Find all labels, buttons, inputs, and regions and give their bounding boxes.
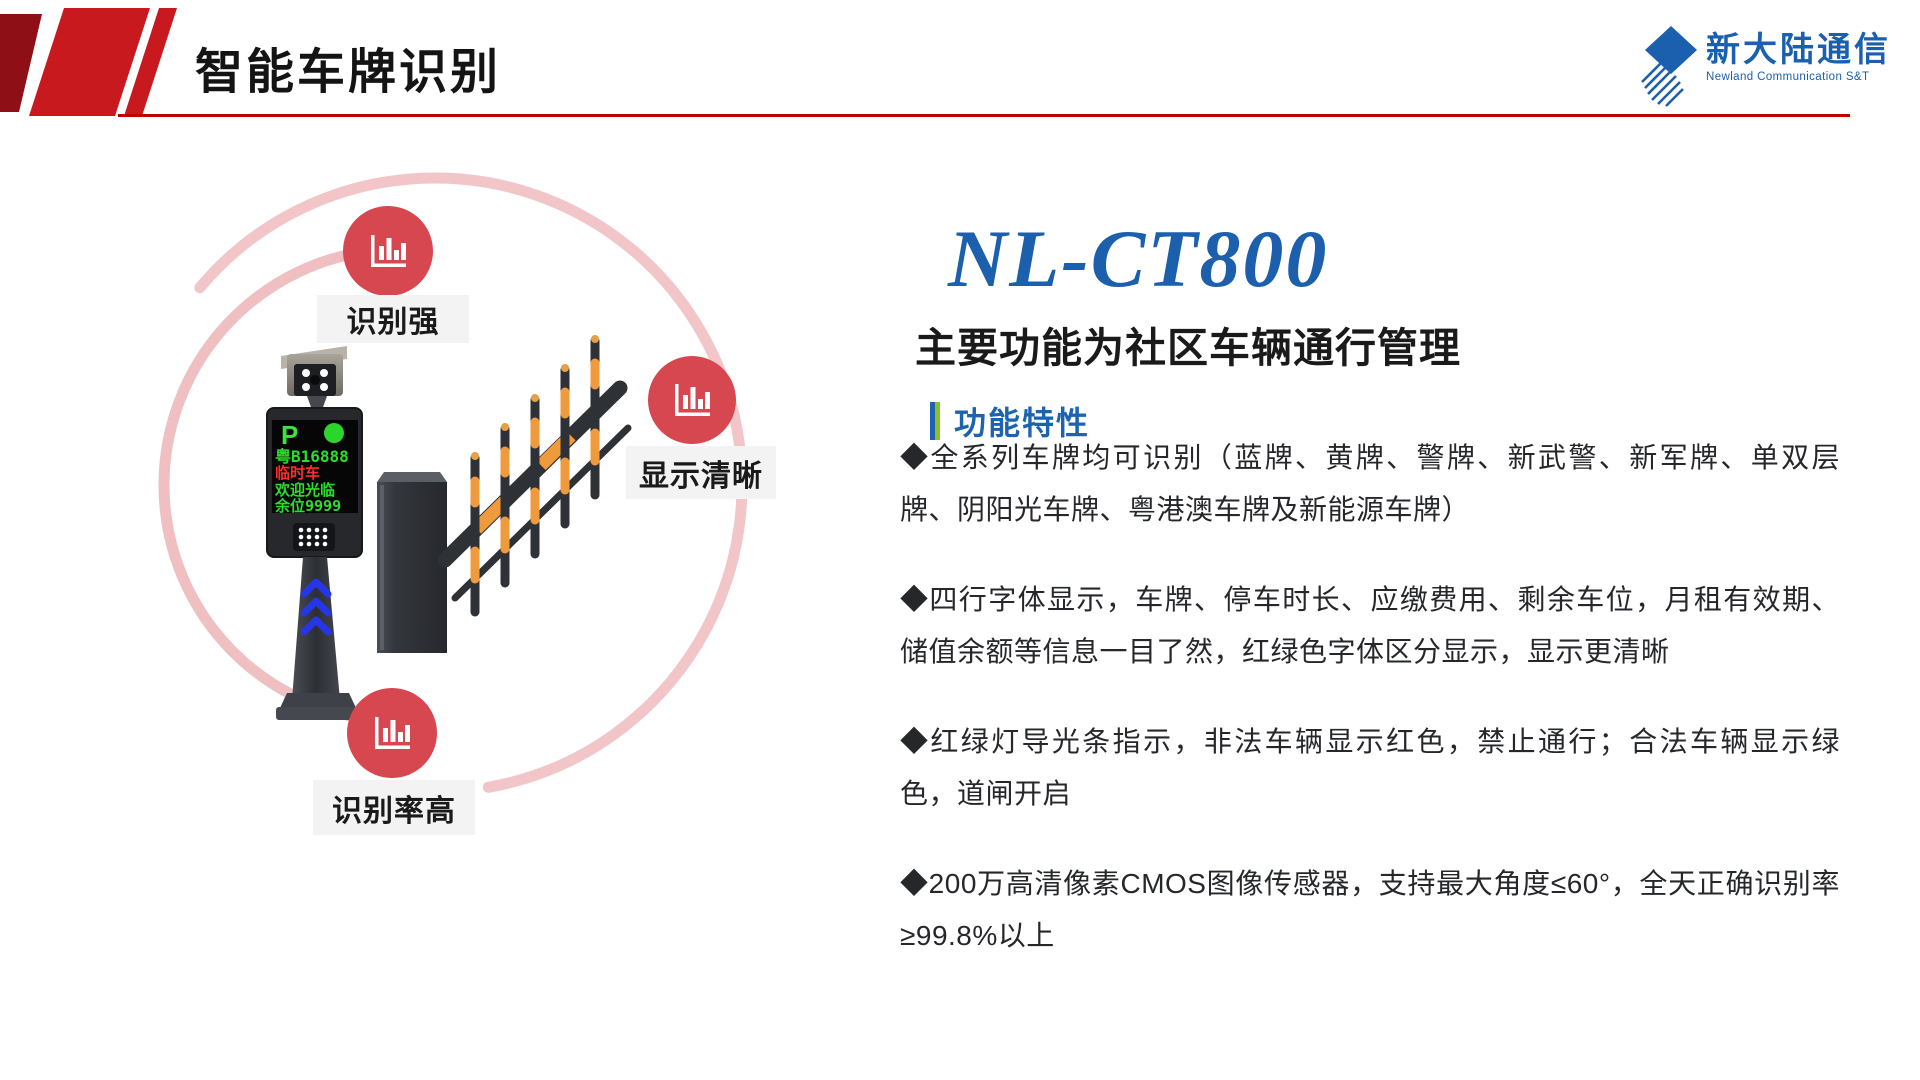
badge-circles — [343, 206, 736, 778]
led-line-welcome: 欢迎光临 — [274, 481, 335, 499]
device-illustration: P 粤B16888 临时车 欢迎光临 余位9999 — [158, 172, 748, 793]
feature-item: ◆200万高清像素CMOS图像传感器，支持最大角度≤60°，全天正确识别率≥99… — [900, 868, 1840, 951]
badge-accuracy — [347, 688, 437, 778]
feature-list: ◆全系列车牌均可识别（蓝牌、黄牌、警牌、新武警、新军牌、单双层牌、阴阳光车牌、粤… — [900, 432, 1840, 1000]
led-line-spaces: 余位9999 — [274, 497, 341, 515]
section-accent-bar — [930, 402, 940, 440]
barrier-gate — [377, 335, 632, 653]
badge-label-display: 显示清晰 — [626, 446, 776, 499]
led-line-plate: 粤B16888 — [275, 447, 349, 466]
kiosk-pole — [292, 557, 340, 700]
inner-arc — [158, 244, 385, 726]
feature-item: ◆红绿灯导光条指示，非法车辆显示红色，禁止通行；合法车辆显示绿色，道闸开启 — [900, 726, 1840, 809]
banner-main-shape — [29, 8, 150, 116]
feature-item: ◆全系列车牌均可识别（蓝牌、黄牌、警牌、新武警、新军牌、单双层牌、阴阳光车牌、粤… — [900, 442, 1840, 525]
bar-chart-icon — [371, 235, 406, 267]
feature-item: ◆四行字体显示，车牌、停车时长、应缴费用、剩余车位，月租有效期、储值余额等信息一… — [900, 584, 1840, 667]
badge-recognition — [343, 206, 433, 296]
badge-label-accuracy: 识别率高 — [313, 780, 475, 835]
product-model: NL-CT800 — [948, 213, 1329, 304]
camera — [281, 346, 347, 420]
logo-diamond-icon — [1641, 26, 1697, 107]
banner-sliver-shape — [124, 8, 177, 116]
badge-label-recognition: 识别强 — [317, 295, 469, 343]
bar-chart-icon — [375, 717, 410, 749]
banner-dark-shape — [0, 14, 42, 112]
kiosk-base — [280, 693, 356, 708]
feature-section-header: 功能特性 — [930, 398, 1090, 444]
logo-name-en: Newland Communication S&T — [1706, 71, 1870, 83]
barrier-fence-pickets — [470, 335, 600, 617]
bar-chart-icon — [675, 384, 710, 416]
product-subtitle: 主要功能为社区车辆通行管理 — [915, 325, 1461, 371]
lpr-kiosk: P 粤B16888 临时车 欢迎光临 余位9999 — [266, 346, 363, 720]
led-line-type: 临时车 — [275, 464, 320, 482]
section-title: 功能特性 — [954, 405, 1091, 441]
badge-display — [648, 356, 736, 444]
parking-symbol: P — [281, 420, 298, 450]
logo-name-cn: 新大陆通信 — [1706, 31, 1891, 69]
speaker-grille — [293, 523, 335, 551]
status-light — [324, 423, 344, 443]
header-banner-shape — [0, 8, 177, 116]
company-logo: 新大陆通信 Newland Communication S&T — [1640, 24, 1891, 108]
pole-chevrons — [300, 578, 332, 636]
header-divider — [118, 114, 1850, 117]
page-title: 智能车牌识别 — [195, 46, 502, 99]
logo-texts: 新大陆通信 Newland Communication S&T — [1706, 30, 1891, 84]
outer-arc — [194, 172, 748, 793]
